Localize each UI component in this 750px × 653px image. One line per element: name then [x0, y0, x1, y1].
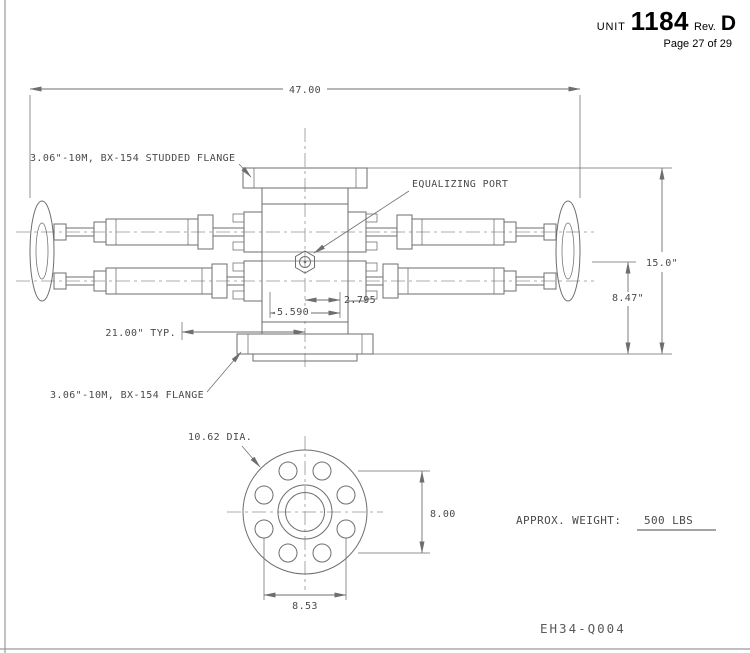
side-view: 47.00 15.0" 8.47" — [16, 82, 678, 401]
unit-label: UNIT — [596, 21, 626, 33]
rev-label: Rev. — [694, 21, 716, 33]
right-actuator-upper — [365, 214, 557, 250]
notes: APPROX. WEIGHT: 500 LBS EH34-Q004 — [516, 514, 716, 636]
dim-overall-width: 47.00 — [29, 82, 581, 198]
left-actuator-lower — [53, 263, 245, 299]
drawing-number: EH34-Q004 — [540, 621, 626, 636]
dim-outer-diameter-label: 10.62 DIA. — [188, 432, 252, 443]
bottom-flange-label: 3.06"-10M, BX-154 FLANGE — [50, 390, 204, 401]
dim-bolt-vertical: 8.00 — [358, 470, 456, 554]
dim-bore-span: 5.590 — [269, 292, 341, 318]
dim-bolt-horizontal: 8.53 — [263, 538, 347, 612]
dim-stem-typical-label: 21.00" TYP. — [105, 328, 176, 339]
label-top-flange: 3.06"-10M, BX-154 STUDDED FLANGE — [30, 153, 252, 178]
title-block: UNIT 1184 Rev. D Page 27 of 29 — [597, 6, 736, 50]
dim-overall-height-label: 15.0" — [646, 258, 678, 269]
left-actuator-upper — [53, 214, 245, 250]
front-centerlines — [227, 436, 383, 590]
unit-number: 1184 — [630, 6, 690, 36]
dim-overall-height: 15.0" — [367, 167, 678, 355]
right-handwheel — [555, 200, 581, 302]
weight-label: APPROX. WEIGHT: — [516, 514, 621, 527]
dim-bolt-horizontal-label: 8.53 — [292, 601, 318, 612]
dim-bolt-vertical-label: 8.00 — [430, 509, 456, 520]
label-bottom-flange: 3.06"-10M, BX-154 FLANGE — [50, 351, 242, 401]
title-row: UNIT 1184 Rev. D — [597, 6, 736, 37]
weight-value: 500 LBS — [644, 514, 693, 527]
dim-overall-width-label: 47.00 — [289, 85, 321, 96]
flange-face — [242, 449, 368, 575]
dim-bore-half-span-label: 2.795 — [344, 295, 376, 306]
page-indicator: Page 27 of 29 — [663, 38, 732, 50]
label-equalizing-port: EQUALIZING PORT — [313, 179, 508, 254]
dim-bore-span-label: 5.590 — [277, 307, 309, 318]
dim-bore-half-span: 2.795 — [304, 295, 376, 306]
right-actuator-lower — [365, 263, 557, 299]
dim-outer-diameter: 10.62 DIA. — [188, 432, 261, 468]
top-flange-label: 3.06"-10M, BX-154 STUDDED FLANGE — [30, 153, 235, 164]
equalizing-port — [295, 250, 315, 274]
equalizing-port-label: EQUALIZING PORT — [412, 179, 508, 190]
dim-center-to-bottom: 8.47" — [592, 261, 644, 355]
left-handwheel — [29, 200, 55, 302]
front-view: 10.62 DIA. 8.00 8.53 — [188, 432, 456, 612]
rev-value: D — [720, 12, 736, 35]
dim-center-to-bottom-label: 8.47" — [612, 293, 644, 304]
dim-stem-typical: 21.00" TYP. — [105, 322, 306, 340]
